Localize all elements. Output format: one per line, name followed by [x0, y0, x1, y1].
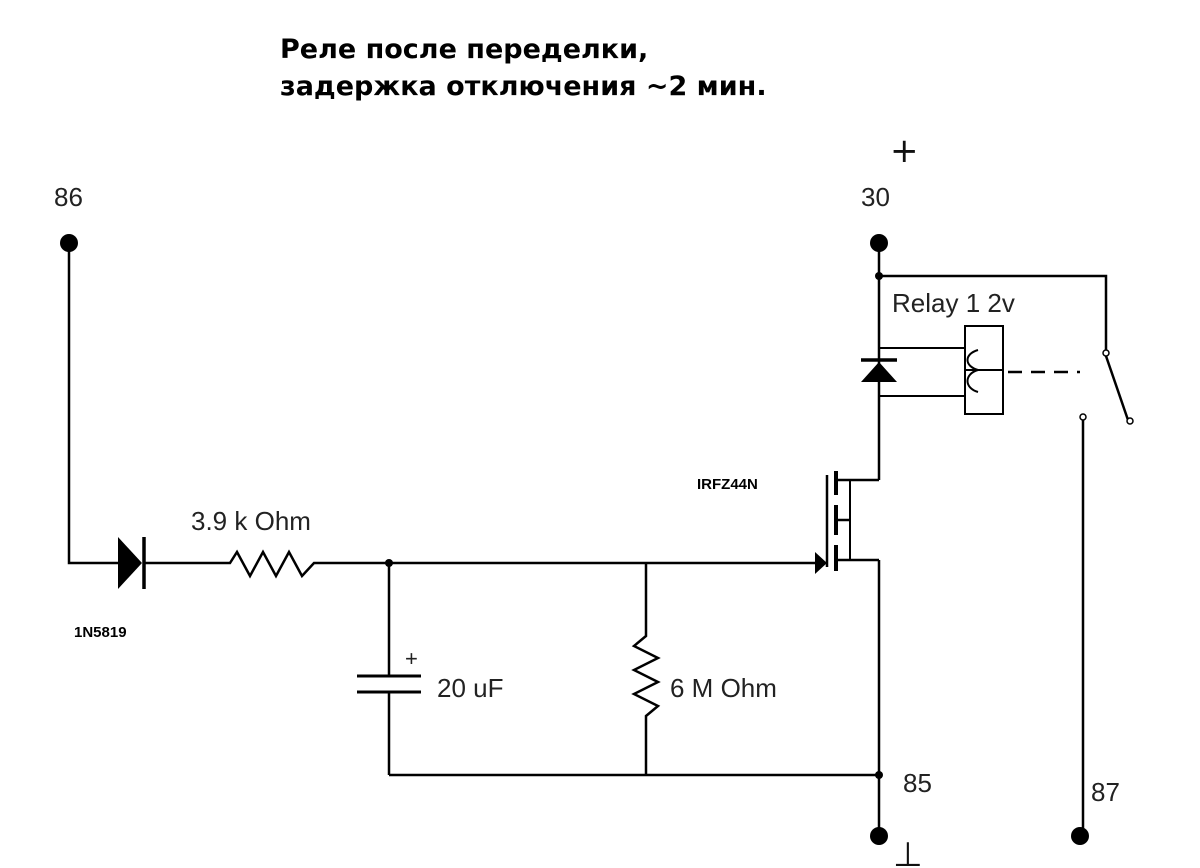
terminal-85-label: 85	[903, 768, 932, 798]
ground-symbol: ⊥	[893, 835, 923, 868]
resistor-series-label: 3.9 k Ohm	[191, 506, 311, 536]
switch-arm	[1104, 355, 1130, 421]
diode-symbol	[118, 537, 142, 589]
terminal-30-label: 30	[861, 182, 890, 212]
capacitor-polarity: +	[405, 646, 418, 671]
terminal-86-label: 86	[54, 182, 83, 212]
resistor-series	[222, 549, 322, 579]
plus-sign: +	[890, 131, 919, 171]
wire-switch-common	[879, 274, 1108, 350]
capacitor-label: 20 uF	[437, 673, 504, 703]
mosfet-symbol	[825, 471, 879, 571]
contact-87	[1079, 413, 1087, 421]
mosfet-label: IRFZ44N	[697, 476, 758, 493]
resistor-bleed-label: 6 M Ohm	[670, 673, 777, 703]
terminal-87-dot	[1071, 827, 1089, 845]
terminal-87-label: 87	[1091, 777, 1120, 807]
gate-arrow	[815, 552, 827, 574]
flyback-diode	[861, 362, 897, 382]
resistor-bleed	[631, 631, 661, 726]
wire-86	[67, 243, 118, 565]
switch-pivot	[1102, 349, 1110, 357]
title-line-2: задержка отключения ~2 мин.	[280, 71, 767, 102]
title-line-1: Реле после переделки,	[280, 34, 648, 65]
relay-label: Relay 1 2v	[892, 288, 1015, 318]
switch-tip	[1126, 417, 1134, 425]
diode-label: 1N5819	[74, 624, 127, 641]
